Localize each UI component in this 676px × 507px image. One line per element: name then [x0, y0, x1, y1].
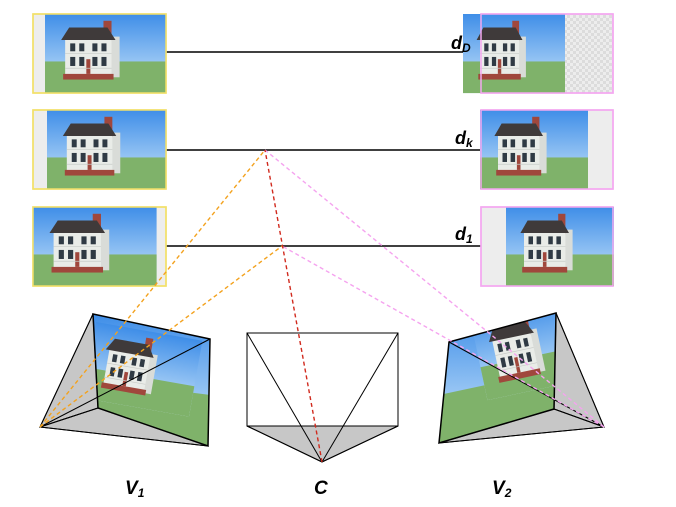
depth-label-mid: dk	[455, 128, 474, 150]
camera-frustum-right	[438, 312, 605, 445]
camera-label-left: V1	[125, 478, 145, 500]
left-image-top	[32, 13, 167, 94]
projection-rays	[39, 149, 605, 463]
ray-left-to-d1	[39, 245, 283, 428]
ray-right-to-dk	[264, 149, 605, 428]
left-image-mid	[32, 109, 167, 190]
camera-frustum-center	[246, 332, 399, 463]
right-image-mid	[479, 109, 614, 190]
right-image-top	[462, 13, 614, 94]
right-image-bottom	[480, 206, 615, 287]
left-image-bottom	[32, 206, 167, 287]
ray-right-to-d1	[281, 245, 605, 428]
ray-left-to-dk	[39, 149, 266, 428]
ray-center	[264, 149, 323, 463]
camera-label-right: V2	[492, 478, 512, 500]
depth-label-top: dD	[451, 33, 471, 55]
camera-label-center: C	[314, 478, 328, 499]
depth-label-bottom: d1	[455, 224, 473, 246]
camera-frustum-left	[39, 313, 211, 448]
